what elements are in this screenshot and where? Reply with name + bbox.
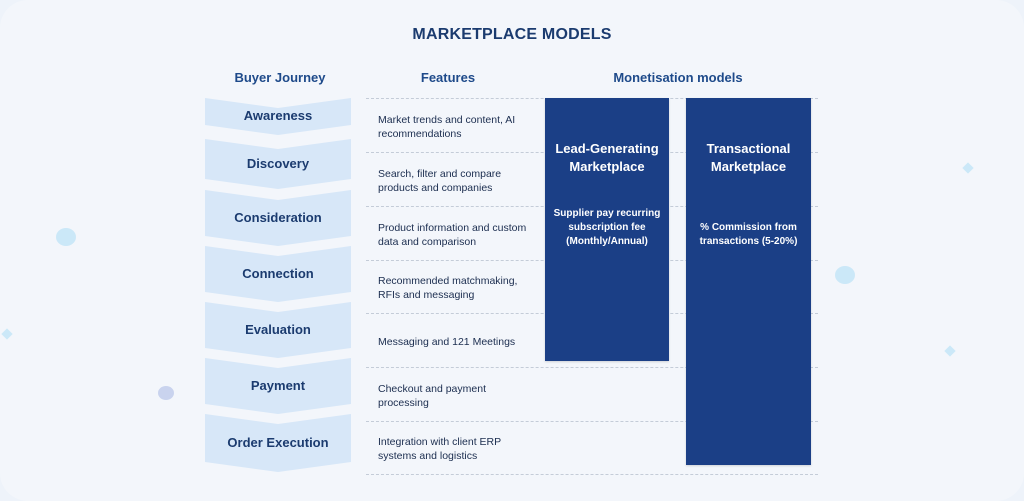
stage-awareness: Awareness (205, 98, 351, 135)
model-title: Transactional Marketplace (706, 141, 791, 174)
stage-label: Evaluation (245, 321, 311, 337)
model-description: % Commission from transactions (5-20%) (699, 222, 798, 247)
stage-label: Payment (250, 377, 306, 393)
stage-payment: Payment (205, 358, 351, 414)
row-divider (366, 421, 818, 422)
feature-text: Recommended matchmaking, RFIs and messag… (378, 275, 518, 301)
stage-connection: Connection (205, 246, 351, 302)
features-header: Features (420, 70, 476, 85)
lead-generating-model-box: Lead-Generating Marketplace Supplier pay… (545, 98, 669, 361)
feature-text: Messaging and 121 Meetings (378, 336, 516, 348)
stage-label: Consideration (234, 209, 322, 225)
stage-label: Order Execution (227, 434, 329, 450)
monetisation-header: Monetisation models (613, 70, 743, 85)
diagram-title: MARKETPLACE MODELS (412, 26, 612, 43)
transactional-model-box: Transactional Marketplace % Commission f… (686, 98, 811, 465)
stage-label: Awareness (243, 108, 313, 123)
feature-text: Product information and custom data and … (378, 222, 527, 248)
decorative-dot (158, 386, 174, 400)
model-title: Lead-Generating Marketplace (555, 141, 659, 174)
stage-label: Discovery (246, 155, 310, 171)
feature-text: Search, filter and compare products and … (378, 168, 502, 194)
stage-evaluation: Evaluation (205, 302, 351, 358)
feature-text: Checkout and payment processing (378, 383, 486, 409)
stage-discovery: Discovery (205, 139, 351, 189)
decorative-diamond (962, 162, 974, 174)
decorative-diamond (1, 328, 13, 340)
row-divider (366, 367, 818, 368)
model-description: Supplier pay recurring subscription fee … (553, 208, 661, 247)
buyer-journey-header: Buyer Journey (234, 70, 326, 85)
feature-text: Market trends and content, AI recommenda… (378, 114, 516, 140)
stage-label: Connection (242, 265, 314, 281)
row-divider (366, 474, 818, 475)
stage-consideration: Consideration (205, 190, 351, 246)
decorative-dot (835, 266, 855, 284)
decorative-diamond (944, 345, 956, 357)
stage-order-execution: Order Execution (205, 414, 351, 472)
feature-text: Integration with client ERP systems and … (378, 436, 501, 462)
decorative-dot (56, 228, 76, 246)
